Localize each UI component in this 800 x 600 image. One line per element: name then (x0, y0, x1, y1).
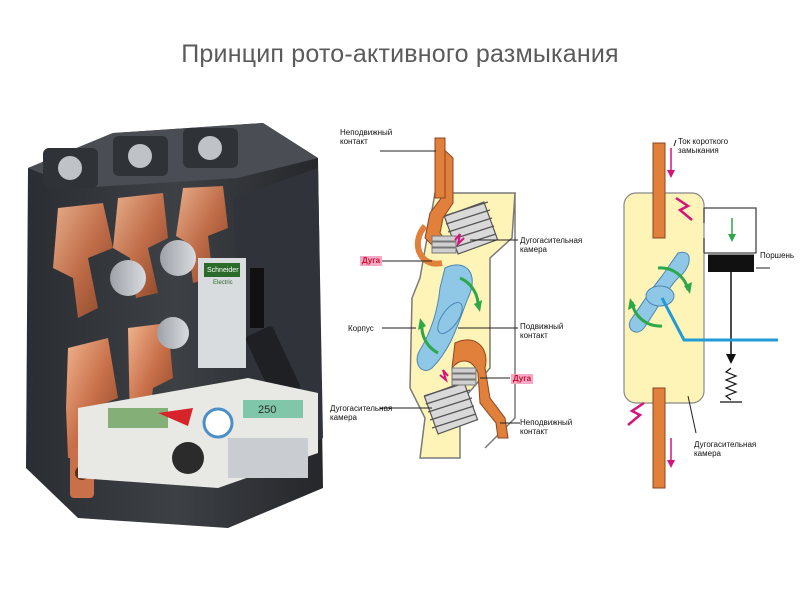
schematic-arc-top (675, 196, 693, 221)
label-housing: Корпус (348, 324, 374, 333)
arc-top-spark (454, 233, 465, 248)
spring (724, 367, 738, 401)
trip-lever (660, 297, 778, 342)
breaker-photo: Schneider Electric 250 (26, 123, 323, 528)
toggle-slot (250, 268, 264, 328)
trip-display: 250 (258, 404, 276, 416)
brand-text-1: Schneider (207, 267, 239, 274)
slide-title: Принцип рото-активного размыкания (181, 40, 619, 68)
bottom-fixed-contact (451, 339, 509, 439)
label-arc-bottom: Дуга (511, 374, 534, 384)
piston (708, 256, 754, 272)
upper-copper-bar (652, 142, 666, 239)
mechanism-diagram (376, 137, 520, 459)
lower-copper-bar (652, 387, 666, 489)
lower-arc-chamber (423, 381, 479, 435)
arc-bottom-coil (451, 367, 477, 386)
schematic-diagram (623, 139, 778, 489)
schematic-arc-bottom (627, 401, 645, 426)
piston-cylinder (704, 207, 757, 254)
arc-top-coil (431, 235, 457, 254)
arc-bottom-spark (439, 369, 449, 383)
brand-text-2: Electric (213, 280, 233, 286)
label-arc-top: Дуга (360, 256, 383, 266)
label-piston: Поршень (760, 251, 795, 260)
